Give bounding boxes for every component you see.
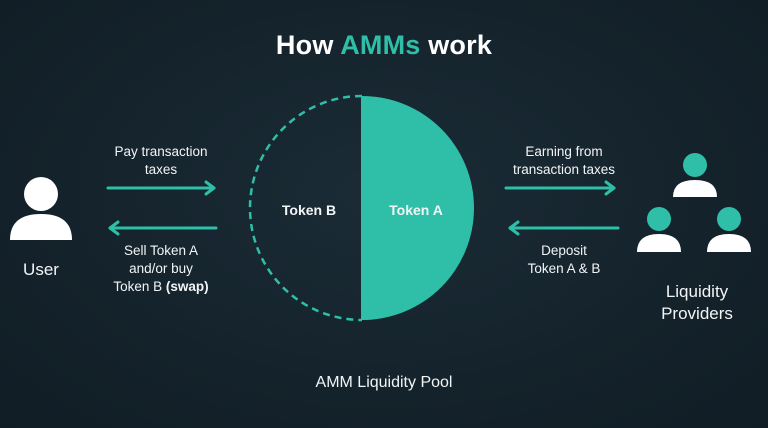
users-group-icon	[637, 153, 751, 252]
swap-line-2: and/or buy	[129, 261, 193, 276]
title-accent: AMMs	[340, 30, 421, 60]
providers-line-2: Providers	[661, 304, 733, 323]
user-icon	[10, 177, 72, 240]
swap-bold-text: (swap)	[165, 279, 209, 294]
swap-label: Sell Token A and/or buy Token B (swap)	[92, 242, 230, 296]
deposit-label: Deposit Token A & B	[494, 242, 634, 278]
right-arrow-left	[508, 220, 620, 236]
user-label: User	[23, 260, 59, 279]
provider-right-icon	[707, 207, 751, 252]
token-a-label: Token A	[389, 202, 443, 218]
earning-line-2: transaction taxes	[512, 162, 616, 177]
earning-label: Earning from transaction taxes	[494, 143, 634, 179]
deposit-line-1: Deposit	[541, 243, 587, 258]
swap-line-1: Sell Token A	[123, 243, 199, 258]
provider-top-icon	[673, 153, 717, 197]
token-b-half	[248, 94, 363, 322]
left-arrow-right	[106, 180, 216, 196]
token-a-half	[362, 96, 474, 320]
page-title: How AMMs work	[0, 30, 768, 61]
pool-caption: AMM Liquidity Pool	[315, 374, 453, 391]
swap-line-3-text: Token B	[113, 279, 166, 294]
providers-label: Liquidity Providers	[640, 281, 754, 325]
swap-line-3: Token B (swap)	[92, 278, 230, 296]
pay-taxes-line-2: taxes	[144, 162, 178, 177]
earning-line-1: Earning from	[525, 144, 603, 159]
title-part-2: work	[420, 30, 493, 60]
deposit-line-2: Token A & B	[527, 261, 601, 276]
right-arrow-right	[504, 180, 616, 196]
title-part-1: How	[275, 30, 341, 60]
token-b-label: Token B	[281, 202, 337, 218]
left-arrow-left	[108, 220, 218, 236]
provider-left-icon	[637, 207, 681, 252]
pay-taxes-line-1: Pay transaction	[114, 144, 208, 159]
pay-taxes-label: Pay transaction taxes	[92, 143, 230, 179]
providers-line-1: Liquidity	[665, 282, 729, 301]
